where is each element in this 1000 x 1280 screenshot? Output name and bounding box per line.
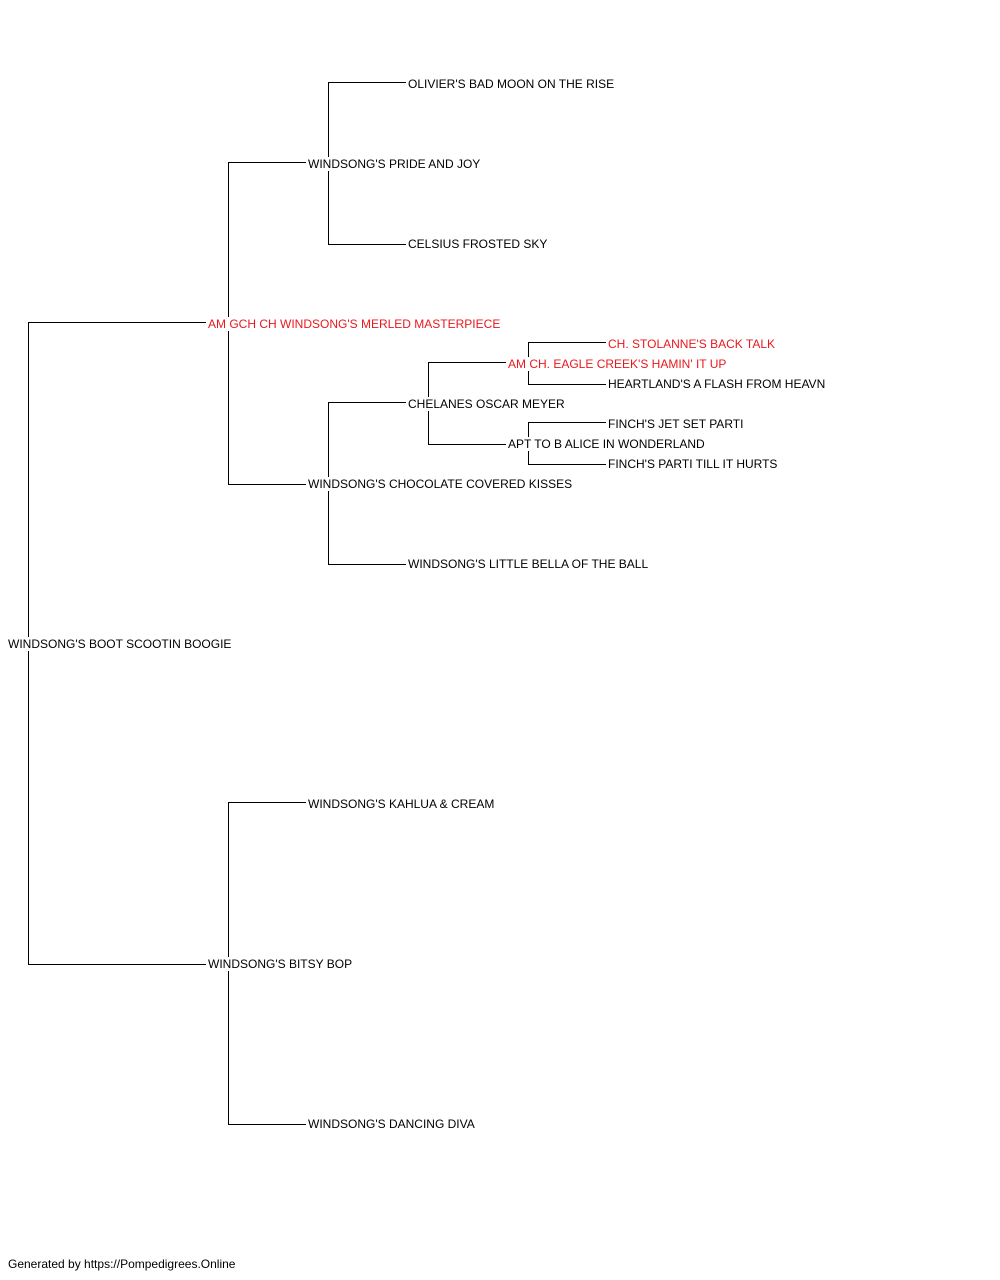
sire-name: AM GCH CH WINDSONG'S MERLED MASTERPIECE <box>208 317 501 331</box>
dam-sire-name: WINDSONG'S KAHLUA & CREAM <box>308 797 495 811</box>
sire-dam-sire-dam-name: APT TO B ALICE IN WONDERLAND <box>508 437 705 451</box>
sire-dam-sire-sire-dam-name: HEARTLAND'S A FLASH FROM HEAVN <box>608 377 826 391</box>
sire-dam-sire-dam-dam-name: FINCH'S PARTI TILL IT HURTS <box>608 457 778 471</box>
sire-dam-sire-name: CHELANES OSCAR MEYER <box>408 397 565 411</box>
sire-dam-sire-sire-name: AM CH. EAGLE CREEK'S HAMIN' IT UP <box>508 357 727 371</box>
subject-dog-name: WINDSONG'S BOOT SCOOTIN BOOGIE <box>8 637 232 651</box>
sire-sire-dam-name: CELSIUS FROSTED SKY <box>408 237 548 251</box>
dam-name: WINDSONG'S BITSY BOP <box>208 957 353 971</box>
sire-dam-dam-name: WINDSONG'S LITTLE BELLA OF THE BALL <box>408 557 649 571</box>
sire-dam-name: WINDSONG'S CHOCOLATE COVERED KISSES <box>308 477 573 491</box>
dam-dam-name: WINDSONG'S DANCING DIVA <box>308 1117 475 1131</box>
sire-dam-sire-dam-sire-name: FINCH'S JET SET PARTI <box>608 417 744 431</box>
generator-credit: Generated by https://Pompedigrees.Online <box>8 1257 236 1271</box>
sire-sire-sire-name: OLIVIER'S BAD MOON ON THE RISE <box>408 77 615 91</box>
sire-dam-sire-sire-sire-name: CH. STOLANNE'S BACK TALK <box>608 337 776 351</box>
sire-sire-name: WINDSONG'S PRIDE AND JOY <box>308 157 481 171</box>
